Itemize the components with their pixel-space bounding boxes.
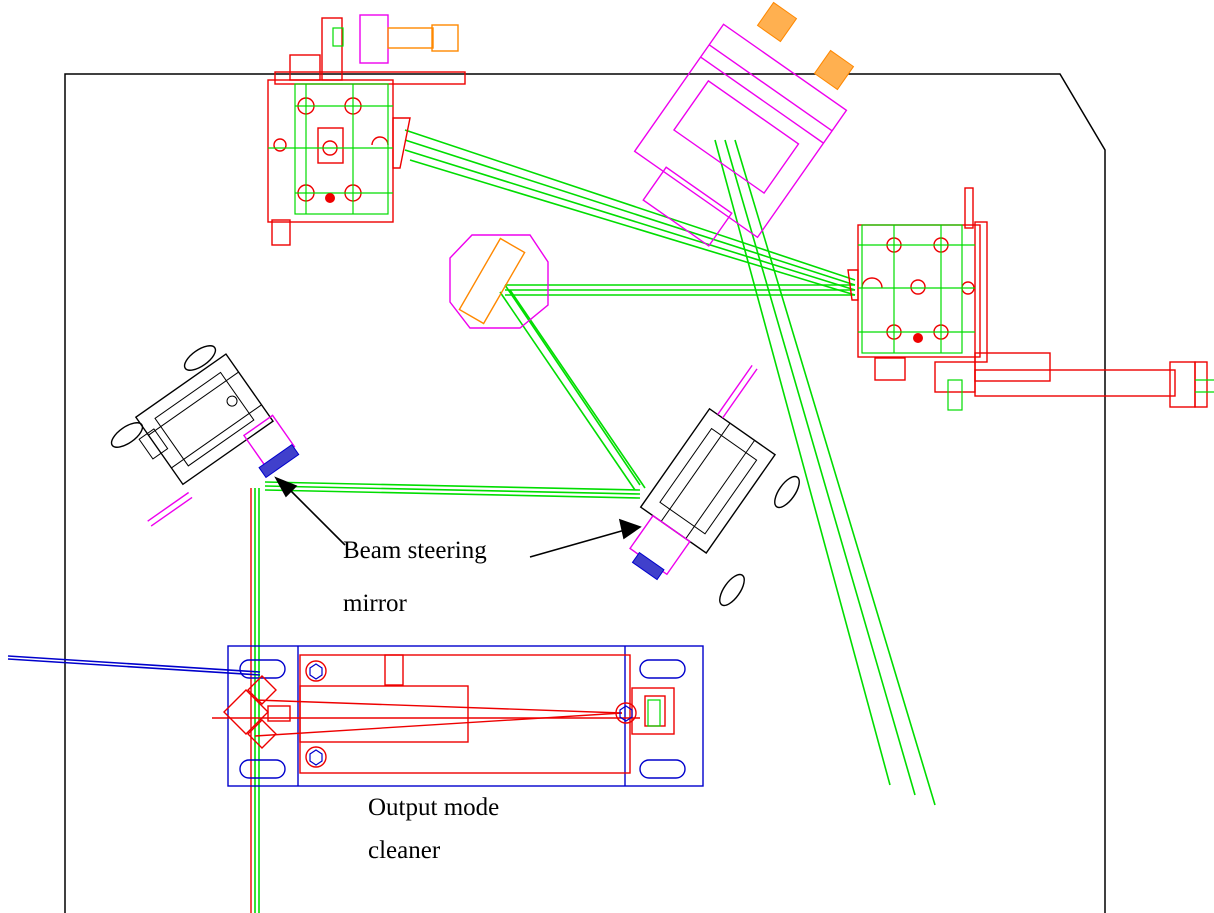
right-red-dot: [913, 333, 923, 343]
blue-input-beam: [7, 655, 261, 676]
green-beam-paths: [254, 129, 936, 913]
top-left-mount-overlay: [268, 27, 393, 215]
top-left-mirror-mount: [267, 17, 466, 246]
optical-table-outline: [64, 73, 1106, 913]
left-mount-knobs: [110, 345, 217, 448]
output-mode-label-line2: cleaner: [368, 837, 441, 864]
right-mount-overlay: [858, 224, 1214, 411]
left-steering-mirror-mount: [134, 353, 300, 527]
mode-cleaner-end-detail: [647, 699, 661, 727]
mode-cleaner-hex-nuts: [309, 663, 633, 766]
tilted-lens-housing: [633, 23, 848, 247]
annotation-arrows: [274, 476, 642, 558]
beam-steering-label-line1: Beam steering: [343, 537, 487, 564]
right-mirror-mount: [847, 187, 1208, 408]
mode-cleaner-base-plate: [227, 645, 704, 787]
beam-steering-label-line2: mirror: [343, 590, 407, 617]
mode-cleaner-body: [212, 654, 675, 774]
top-left-red-dot: [325, 193, 335, 203]
top-left-pzt-actuator: [359, 14, 459, 64]
output-mode-label-line1: Output mode: [368, 794, 500, 821]
housing-knurled-knobs: [756, 1, 855, 91]
right-mount-knobs: [719, 475, 800, 607]
right-steering-mirror-mount: [629, 364, 777, 581]
center-lens-mount: [449, 234, 549, 329]
